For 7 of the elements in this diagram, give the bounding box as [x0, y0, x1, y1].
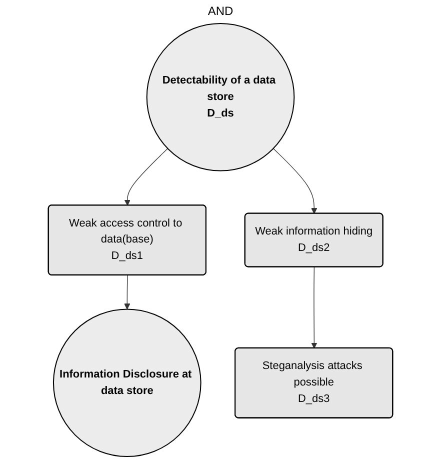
arrow: [124, 148, 168, 206]
arrow: [124, 274, 130, 310]
arrow: [272, 148, 318, 214]
gate-label: AND: [208, 4, 234, 18]
arrow: [311, 266, 318, 349]
node-circle: Detectability of a data store D_ds: [146, 22, 295, 172]
node-circle: Information Disclosure at data store: [52, 308, 202, 458]
